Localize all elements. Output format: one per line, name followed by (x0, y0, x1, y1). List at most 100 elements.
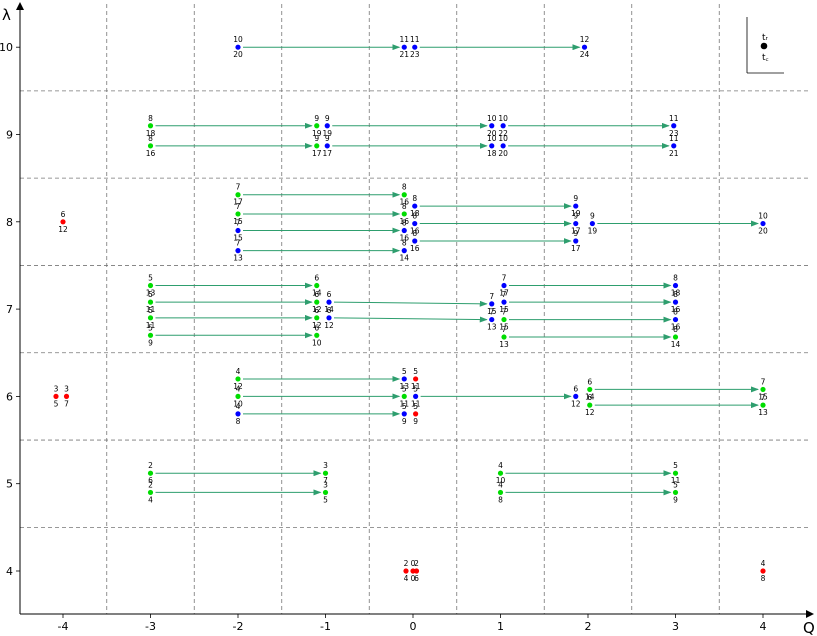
point-bottom-label: 7 (323, 476, 328, 485)
x-tick-label: 1 (497, 620, 504, 633)
point-top-label: 6 (314, 306, 319, 315)
state-point (324, 143, 330, 149)
x-axis-title: Q (803, 619, 815, 636)
state-point (501, 282, 507, 289)
point-top-label: 7 (761, 393, 766, 402)
point-bottom-label: 16 (399, 198, 409, 207)
point-bottom-label: 0 (411, 574, 416, 583)
state-point (497, 470, 504, 476)
point-top-label: 8 (673, 274, 678, 283)
point-top-label: 7 (502, 308, 507, 317)
point-bottom-label: 18 (487, 149, 497, 158)
state-point (314, 282, 320, 289)
point-top-label: 4 (236, 402, 241, 411)
state-point (147, 315, 154, 321)
point-top-label: 9 (590, 212, 595, 221)
state-point (489, 301, 495, 307)
point-top-label: 6 (314, 274, 319, 283)
y-tick-label: 8 (6, 216, 13, 229)
point-bottom-label: 11 (146, 321, 156, 330)
state-point (587, 386, 593, 393)
point-bottom-label: 12 (571, 399, 581, 408)
x-tick-label: 3 (672, 620, 679, 633)
point-top-label: 8 (673, 308, 678, 317)
point-bottom-label: 16 (671, 323, 681, 332)
point-top-label: 9 (314, 134, 319, 143)
point-bottom-label: 15 (499, 323, 509, 332)
x-tick-label: -2 (233, 620, 244, 633)
point-bottom-label: 9 (413, 417, 418, 426)
state-point (53, 393, 59, 399)
point-bottom-label: 23 (410, 50, 420, 59)
state-point (147, 123, 154, 129)
point-bottom-label: 11 (411, 399, 421, 408)
point-top-label: 9 (573, 229, 578, 238)
point-top-label: 7 (761, 377, 766, 386)
point-top-label: 5 (413, 367, 418, 376)
point-top-label: 7 (502, 290, 507, 299)
point-top-label: 5 (402, 384, 407, 393)
point-bottom-label: 18 (146, 129, 156, 138)
state-point (413, 393, 419, 399)
point-top-label: 5 (402, 367, 407, 376)
point-top-label: 10 (498, 114, 508, 123)
point-bottom-label: 15 (233, 217, 243, 226)
point-top-label: 6 (587, 377, 592, 386)
point-bottom-label: 17 (571, 244, 581, 253)
x-tick-label: 4 (760, 620, 767, 633)
point-bottom-label: 13 (758, 408, 768, 417)
point-bottom-label: 19 (571, 209, 581, 218)
point-top-label: 5 (413, 402, 418, 411)
state-point (672, 489, 679, 496)
point-bottom-label: 5 (323, 495, 328, 504)
point-bottom-label: 17 (571, 227, 581, 236)
y-tick-label: 5 (6, 478, 13, 491)
point-bottom-label: 11 (146, 305, 156, 314)
point-bottom-label: 14 (585, 392, 595, 401)
state-point (413, 411, 419, 417)
point-top-label: 2 (148, 480, 153, 489)
point-bottom-label: 14 (324, 305, 334, 314)
point-bottom-label: 13 (499, 340, 509, 349)
point-top-label: 7 (236, 239, 241, 248)
x-tick-label: 2 (585, 620, 592, 633)
state-point (322, 489, 329, 496)
point-bottom-label: 13 (399, 382, 409, 391)
y-tick-label: 6 (6, 390, 13, 403)
point-bottom-label: 12 (233, 382, 243, 391)
state-point (314, 143, 320, 149)
point-bottom-label: 16 (399, 217, 409, 226)
state-point (672, 316, 679, 323)
point-bottom-label: 9 (673, 495, 678, 504)
point-bottom-label: 22 (498, 129, 508, 138)
point-bottom-label: 4 (404, 574, 409, 583)
state-point (760, 386, 766, 393)
point-top-label: 6 (327, 306, 332, 315)
state-point (500, 143, 506, 149)
state-point (235, 248, 241, 254)
state-point (489, 143, 495, 149)
point-top-label: 10 (758, 212, 768, 221)
point-top-label: 8 (412, 229, 417, 238)
point-bottom-label: 6 (414, 574, 419, 583)
point-top-label: 7 (236, 219, 241, 228)
point-top-label: 9 (314, 114, 319, 123)
state-point (412, 44, 418, 50)
state-point (760, 220, 766, 227)
transition-arrows (155, 44, 759, 496)
state-point (573, 393, 579, 399)
point-top-label: 6 (314, 323, 319, 332)
y-axis-arrow-icon (16, 2, 24, 10)
point-bottom-label: 12 (312, 305, 322, 314)
point-top-label: 10 (487, 114, 497, 123)
point-bottom-label: 15 (758, 392, 768, 401)
point-top-label: 2 (148, 461, 153, 470)
state-point (672, 299, 679, 305)
point-top-label: 5 (148, 274, 153, 283)
legend-bottom-label: t꜀ (762, 53, 769, 63)
state-point (314, 332, 320, 338)
x-tick-label: 0 (410, 620, 417, 633)
point-top-label: 8 (148, 114, 153, 123)
state-point (500, 123, 506, 129)
state-point (581, 44, 588, 50)
